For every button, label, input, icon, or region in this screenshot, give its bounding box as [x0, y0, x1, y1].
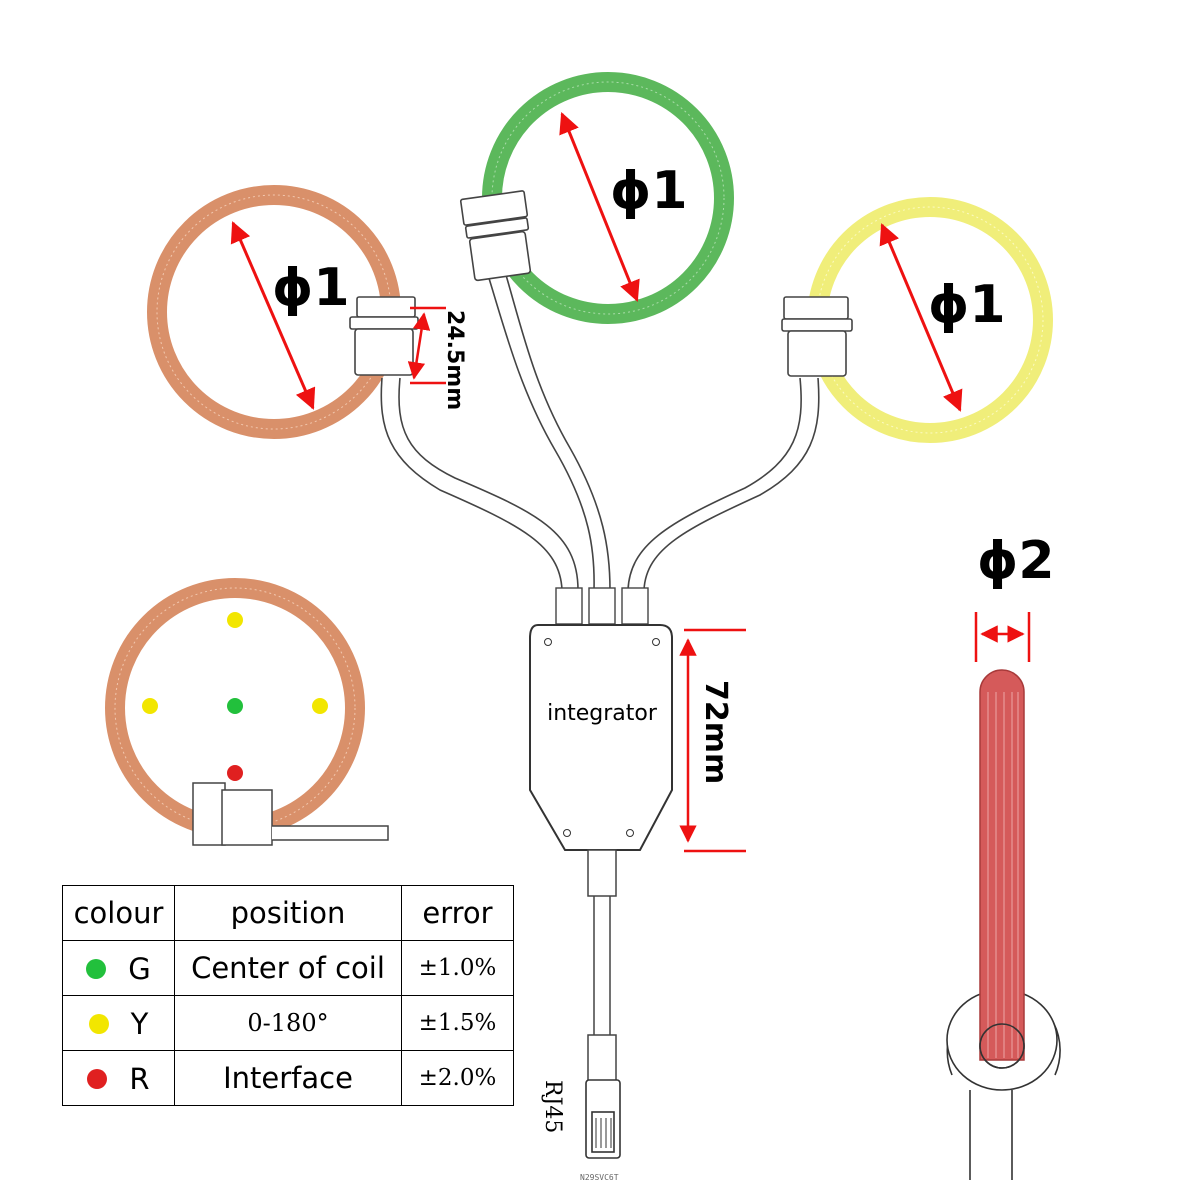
- legend-colour-cell: G: [62, 940, 175, 996]
- legend-table: colour position error G Center of coil ±…: [62, 885, 514, 1106]
- legend-colour-cell: Y: [62, 995, 175, 1051]
- legend-dot-yellow: [88, 1014, 109, 1034]
- legend-position: Interface: [174, 1050, 402, 1106]
- legend-code: Y: [130, 1007, 149, 1041]
- rj45-plug: [585, 1079, 621, 1159]
- dim-connector-length: [407, 306, 446, 385]
- legend-position: Center of coil: [174, 940, 402, 996]
- dim-connector-length-label: 24.5mm: [442, 310, 467, 410]
- rod-diameter-dim: [974, 612, 1031, 662]
- legend-row-r: R Interface ±2.0%: [62, 1050, 514, 1106]
- legend-dot-red: [87, 1069, 108, 1089]
- connector-right: [781, 296, 853, 377]
- legend-error: ±1.5%: [401, 995, 514, 1051]
- legend-header-row: colour position error: [62, 885, 514, 941]
- integrator-box: [529, 624, 673, 851]
- position-dot-center: [227, 698, 243, 714]
- rod: [979, 669, 1025, 1061]
- position-dot-right: [312, 698, 328, 714]
- cables: [380, 274, 820, 591]
- legend-position: 0-180°: [174, 995, 402, 1051]
- rj45-fine-print: N29SVC6T: [580, 1173, 619, 1182]
- position-dot-top: [227, 612, 243, 628]
- legend-colour-cell: R: [62, 1050, 175, 1106]
- output-cable: [587, 849, 617, 1082]
- position-diagram: [105, 578, 389, 846]
- legend-row-g: G Center of coil ±1.0%: [62, 940, 514, 996]
- position-connector: [192, 782, 389, 846]
- coil-center-label: ϕ1: [610, 161, 688, 221]
- coil-center-ring: [482, 72, 734, 324]
- legend-dot-green: [86, 959, 107, 979]
- legend-code: G: [128, 952, 151, 986]
- legend-code: R: [129, 1062, 150, 1096]
- legend-error: ±2.0%: [401, 1050, 514, 1106]
- legend-error: ±1.0%: [401, 940, 514, 996]
- legend-header-colour: colour: [62, 885, 175, 941]
- position-dot-left: [142, 698, 158, 714]
- rod-diagram: ϕ2: [946, 531, 1061, 1180]
- connector-center: [459, 190, 532, 282]
- coil-left-label: ϕ1: [272, 258, 350, 318]
- arrow-center-diameter: [559, 112, 640, 302]
- legend-row-y: Y 0-180° ±1.5%: [62, 995, 514, 1051]
- integrator-label: integrator: [547, 701, 658, 726]
- position-dot-interface: [227, 765, 243, 781]
- integrator-inputs: [555, 587, 649, 625]
- dim-integrator-height-label: 72mm: [698, 680, 733, 784]
- coil-center: [482, 72, 734, 324]
- coil-right-label: ϕ1: [928, 275, 1006, 335]
- legend-header-position: position: [174, 885, 402, 941]
- connector-left: [349, 296, 419, 376]
- arrow-right-diameter: [879, 223, 963, 412]
- rod-diameter-label: ϕ2: [977, 531, 1055, 591]
- dim-integrator-height: [679, 628, 746, 853]
- arrow-left-diameter: [230, 221, 316, 410]
- legend-header-error: error: [401, 885, 514, 941]
- rj45-label: RJ45: [540, 1080, 565, 1133]
